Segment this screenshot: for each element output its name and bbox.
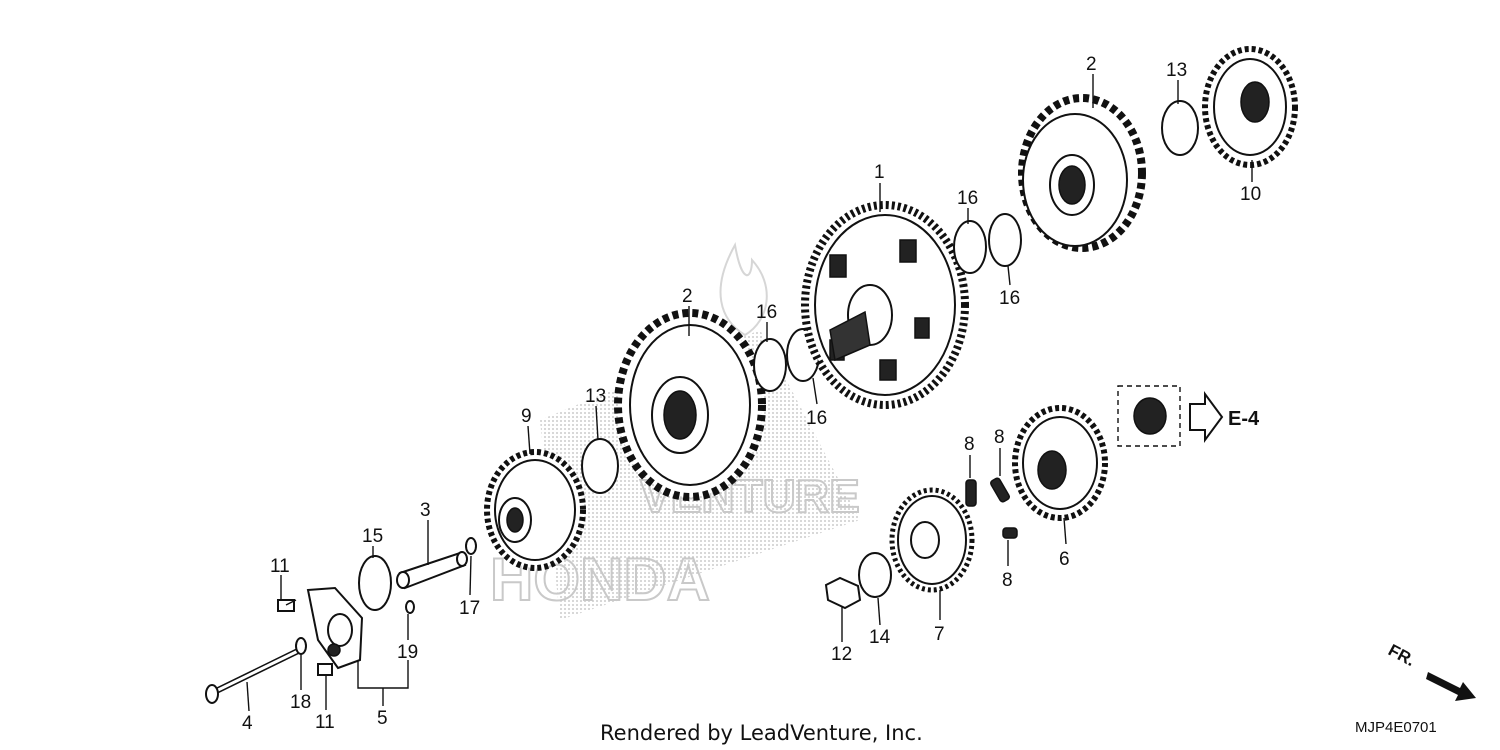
part-1-driven-gear: [801, 201, 969, 409]
callout-2-lower: 2: [682, 286, 693, 307]
part-11-bolt-lower: [317, 663, 333, 676]
part-12-nut: [824, 576, 862, 610]
part-3-shaft: [396, 551, 468, 590]
callout-3: 3: [420, 500, 431, 521]
callouts: 1 2 2 3 4 5 6 7 8 8 8 9 10 11 11 12 13 1…: [242, 54, 1261, 734]
part-2-clutch-drum-upper: [1018, 94, 1146, 252]
part-9-gear: [484, 449, 586, 571]
part-18-washer: [295, 637, 307, 655]
direction-label: FR.: [1385, 641, 1418, 671]
part-5-cover-plate: [306, 586, 364, 670]
footer-credit: Rendered by LeadVenture, Inc.: [600, 721, 923, 745]
callout-19: 19: [397, 642, 418, 663]
callout-13-upper: 13: [1166, 60, 1187, 81]
callout-5: 5: [377, 708, 388, 729]
callout-8-c: 8: [1002, 570, 1013, 591]
callout-16-b: 16: [999, 288, 1020, 309]
reference-label: E-4: [1228, 408, 1260, 430]
callout-11-upper: 11: [270, 556, 290, 577]
callout-1: 1: [874, 162, 885, 183]
callout-17: 17: [459, 598, 480, 619]
part-16-ring-c: [953, 220, 987, 274]
callout-8-b: 8: [994, 427, 1005, 448]
part-8-spring-c: [1002, 527, 1018, 539]
callout-16-d: 16: [806, 408, 827, 429]
callout-16-c: 16: [756, 302, 777, 323]
reference-e4: E-4: [1117, 385, 1260, 447]
callout-15: 15: [362, 526, 383, 547]
direction-indicator: FR.: [1385, 641, 1476, 701]
part-2-clutch-drum-lower: [614, 309, 766, 501]
part-19-pin: [405, 600, 415, 614]
part-7-sprocket: [889, 487, 975, 593]
diagram-code: MJP4E0701: [1355, 719, 1437, 736]
callout-9: 9: [521, 406, 532, 427]
callout-7: 7: [934, 624, 945, 645]
callout-2-upper: 2: [1086, 54, 1097, 75]
part-17-ring: [465, 537, 477, 555]
callout-18: 18: [290, 692, 311, 713]
part-10-gear: [1202, 46, 1298, 168]
callout-10: 10: [1240, 184, 1261, 205]
part-13-washer-lower: [581, 438, 619, 494]
part-14-washer: [858, 552, 892, 598]
callout-11-lower: 11: [315, 712, 335, 733]
leader-lines: [246, 74, 1253, 712]
callout-16-a: 16: [957, 188, 978, 209]
arrow-icon: [1426, 672, 1476, 701]
part-8-spring-a: [965, 479, 977, 507]
callout-8-a: 8: [964, 434, 975, 455]
part-16-ring-a: [753, 338, 787, 392]
part-6-gear: [1012, 405, 1108, 521]
part-13-washer-upper: [1161, 100, 1199, 156]
part-11-bolt-upper: [277, 599, 297, 612]
callout-14: 14: [869, 627, 891, 648]
part-15-oring: [358, 555, 392, 611]
callout-12: 12: [831, 644, 852, 665]
callout-4: 4: [242, 713, 253, 734]
callout-6: 6: [1059, 549, 1070, 570]
part-16-ring-d: [988, 213, 1022, 267]
callout-13-lower: 13: [585, 386, 606, 407]
part-4-bolt: [205, 647, 302, 704]
part-8-spring-b: [990, 477, 1010, 503]
